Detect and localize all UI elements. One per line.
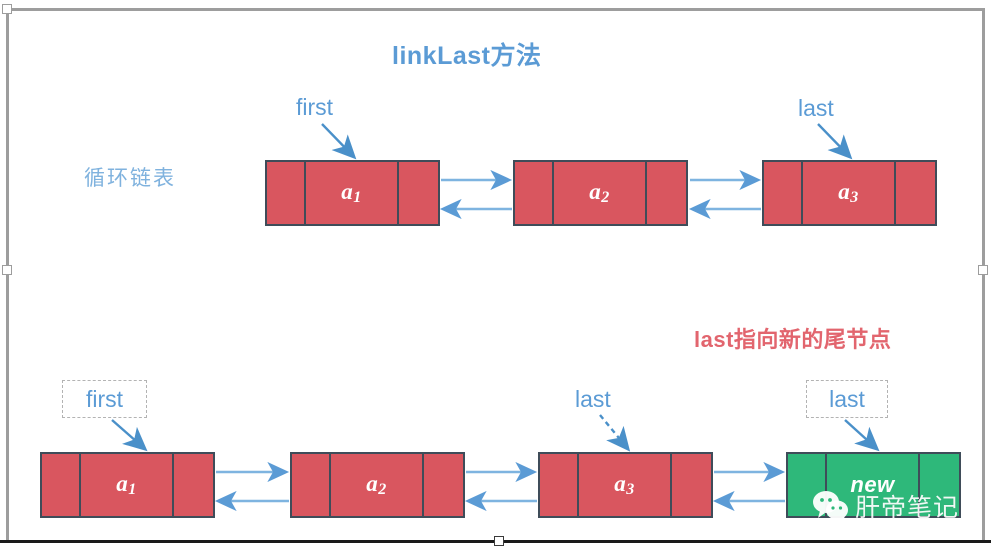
- node-next-cell: [919, 454, 959, 516]
- resize-handle-bottom-center[interactable]: [494, 536, 504, 546]
- resize-handle-middle-left[interactable]: [2, 265, 12, 275]
- node-value-cell: new: [827, 454, 920, 516]
- node-prev-cell: [764, 162, 804, 224]
- node-value-a3-bottom: a3: [614, 471, 635, 498]
- node-new-bottom[interactable]: new: [786, 452, 961, 518]
- frame-border-right: [982, 8, 985, 543]
- node-value-new: new: [850, 472, 895, 497]
- node-next-cell: [671, 454, 711, 516]
- node-next-cell: [173, 454, 213, 516]
- node-prev-cell: [540, 454, 580, 516]
- resize-handle-middle-right[interactable]: [978, 265, 988, 275]
- node-prev-cell: [788, 454, 828, 516]
- node-value-a2-bottom: a2: [366, 471, 387, 498]
- node-value-a1-bottom: a1: [116, 471, 137, 498]
- arrow-last-to-a3-top: [817, 123, 853, 160]
- pointer-label-first-top: first: [296, 94, 334, 120]
- node-a3-top[interactable]: a3: [762, 160, 937, 226]
- pointer-label-last-bottom: last: [806, 380, 888, 418]
- circular-list-label: 循环链表: [84, 166, 176, 190]
- pointer-label-first-bottom: first: [62, 380, 147, 418]
- node-next-cell: [398, 162, 438, 224]
- arrow-last-dashed-to-a3-bottom: [599, 414, 631, 452]
- diagram-title: linkLast方法: [392, 42, 542, 70]
- node-a1-top[interactable]: a1: [265, 160, 440, 226]
- node-prev-cell: [267, 162, 307, 224]
- node-value-a3-top: a3: [838, 179, 859, 206]
- resize-handle-top-left[interactable]: [2, 4, 12, 14]
- node-value-cell: a2: [554, 162, 647, 224]
- node-next-cell: [423, 454, 463, 516]
- node-value-cell: a1: [81, 454, 174, 516]
- node-next-cell: [646, 162, 686, 224]
- node-value-a1-top: a1: [341, 179, 362, 206]
- arrow-first-to-a1-top: [321, 123, 357, 160]
- node-value-a2-top: a2: [589, 179, 610, 206]
- node-prev-cell: [292, 454, 332, 516]
- node-a2-top[interactable]: a2: [513, 160, 688, 226]
- node-next-cell: [895, 162, 935, 224]
- pointer-label-last-top: last: [798, 95, 834, 121]
- node-value-cell: a2: [331, 454, 424, 516]
- frame-border-top: [6, 8, 985, 11]
- node-a3-bottom[interactable]: a3: [538, 452, 713, 518]
- node-prev-cell: [42, 454, 82, 516]
- arrow-first-to-a1-bottom: [111, 419, 148, 452]
- node-a2-bottom[interactable]: a2: [290, 452, 465, 518]
- frame-border-left: [6, 8, 9, 543]
- node-value-cell: a3: [803, 162, 896, 224]
- node-value-cell: a1: [306, 162, 399, 224]
- node-a1-bottom[interactable]: a1: [40, 452, 215, 518]
- pointer-label-last-middle: last: [575, 386, 611, 412]
- annotation-last-points-to-new-tail: last指向新的尾节点: [694, 327, 892, 352]
- arrow-last-to-new-bottom: [844, 419, 880, 452]
- node-value-cell: a3: [579, 454, 672, 516]
- node-prev-cell: [515, 162, 555, 224]
